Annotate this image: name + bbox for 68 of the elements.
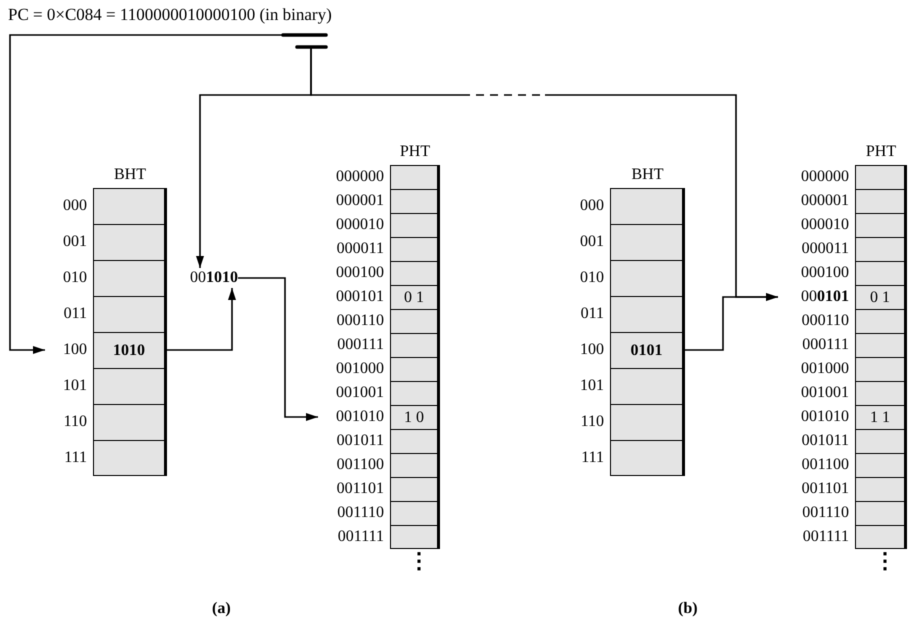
row-index: 001110 xyxy=(801,504,849,522)
row-index: 001011 xyxy=(800,432,849,450)
row-index: 001000 xyxy=(800,360,849,378)
row-index: 001 xyxy=(579,232,604,250)
row-index: 000 xyxy=(62,196,87,214)
row-index: 001001 xyxy=(800,384,849,402)
arrow xyxy=(9,34,283,354)
row-index: 000111 xyxy=(336,336,384,354)
row-index: 000110 xyxy=(800,312,849,330)
continuation-dots: ⋮ xyxy=(408,548,430,574)
row-index: 000110 xyxy=(336,312,384,330)
row-index: 000011 xyxy=(336,240,384,258)
row-index: 001110 xyxy=(336,504,384,522)
row-index: 000101 xyxy=(335,288,384,306)
row-index: 000100 xyxy=(335,264,384,282)
row-index: 110 xyxy=(62,412,87,430)
row-index: 110 xyxy=(580,412,604,430)
row-index: 000000 xyxy=(800,168,849,186)
row-index: 001010 xyxy=(335,408,384,426)
table-cell: 0 1 xyxy=(390,285,440,309)
row-index: 111 xyxy=(580,448,604,466)
table-cell: 0101 xyxy=(610,332,685,368)
row-index: 001000 xyxy=(335,360,384,378)
row-index: 001101 xyxy=(800,480,849,498)
row-index: 001 xyxy=(62,232,87,250)
register-value: PC = 0×C084 = 1100000010000100 (in binary) xyxy=(8,4,332,26)
arrow xyxy=(238,277,318,421)
row-index: 011 xyxy=(62,304,87,322)
table-cell: 1010 xyxy=(93,332,167,368)
continuation-dots: ⋮ xyxy=(874,548,896,574)
panel-label: (b) xyxy=(678,600,698,618)
row-index: 000111 xyxy=(801,336,849,354)
row-index: 111 xyxy=(63,448,87,466)
row-index: 001111 xyxy=(802,528,849,546)
row-index: 000000 xyxy=(335,168,384,186)
row-index: 000001 xyxy=(335,192,384,210)
row-index: 001101 xyxy=(336,480,384,498)
table-cell: 1 0 xyxy=(390,405,440,429)
row-index: 001100 xyxy=(336,456,384,474)
row-index: 100 xyxy=(62,340,87,358)
table-heading: PHT xyxy=(398,143,432,161)
row-index: 010 xyxy=(579,268,604,286)
row-index: 001010 xyxy=(800,408,849,426)
row-index: 001111 xyxy=(336,528,384,546)
row-index: 001001 xyxy=(335,384,384,402)
row-index: 001100 xyxy=(800,456,849,474)
table-heading: PHT xyxy=(864,143,898,161)
row-index: 000010 xyxy=(335,216,384,234)
row-index: 000010 xyxy=(800,216,849,234)
table-heading: BHT xyxy=(630,166,664,184)
panel-label: (a) xyxy=(212,600,231,618)
row-index: 010 xyxy=(62,268,87,286)
row-index: 000100 xyxy=(800,264,849,282)
table-cell: 0 1 xyxy=(855,285,907,309)
arrow xyxy=(167,288,236,351)
row-index: 000011 xyxy=(800,240,849,258)
table-heading: BHT xyxy=(113,166,147,184)
row-index: 000 xyxy=(579,196,604,214)
row-index: 101 xyxy=(579,376,604,394)
row-index: 100 xyxy=(579,340,604,358)
row-index: 001011 xyxy=(336,432,384,450)
row-index: 000001 xyxy=(800,192,849,210)
index-value: 001010 xyxy=(190,268,238,288)
arrow xyxy=(685,293,778,351)
table-cell: 1 1 xyxy=(855,405,907,429)
row-index: 011 xyxy=(580,304,604,322)
row-index: 000101 xyxy=(800,288,849,306)
row-index: 101 xyxy=(62,376,87,394)
